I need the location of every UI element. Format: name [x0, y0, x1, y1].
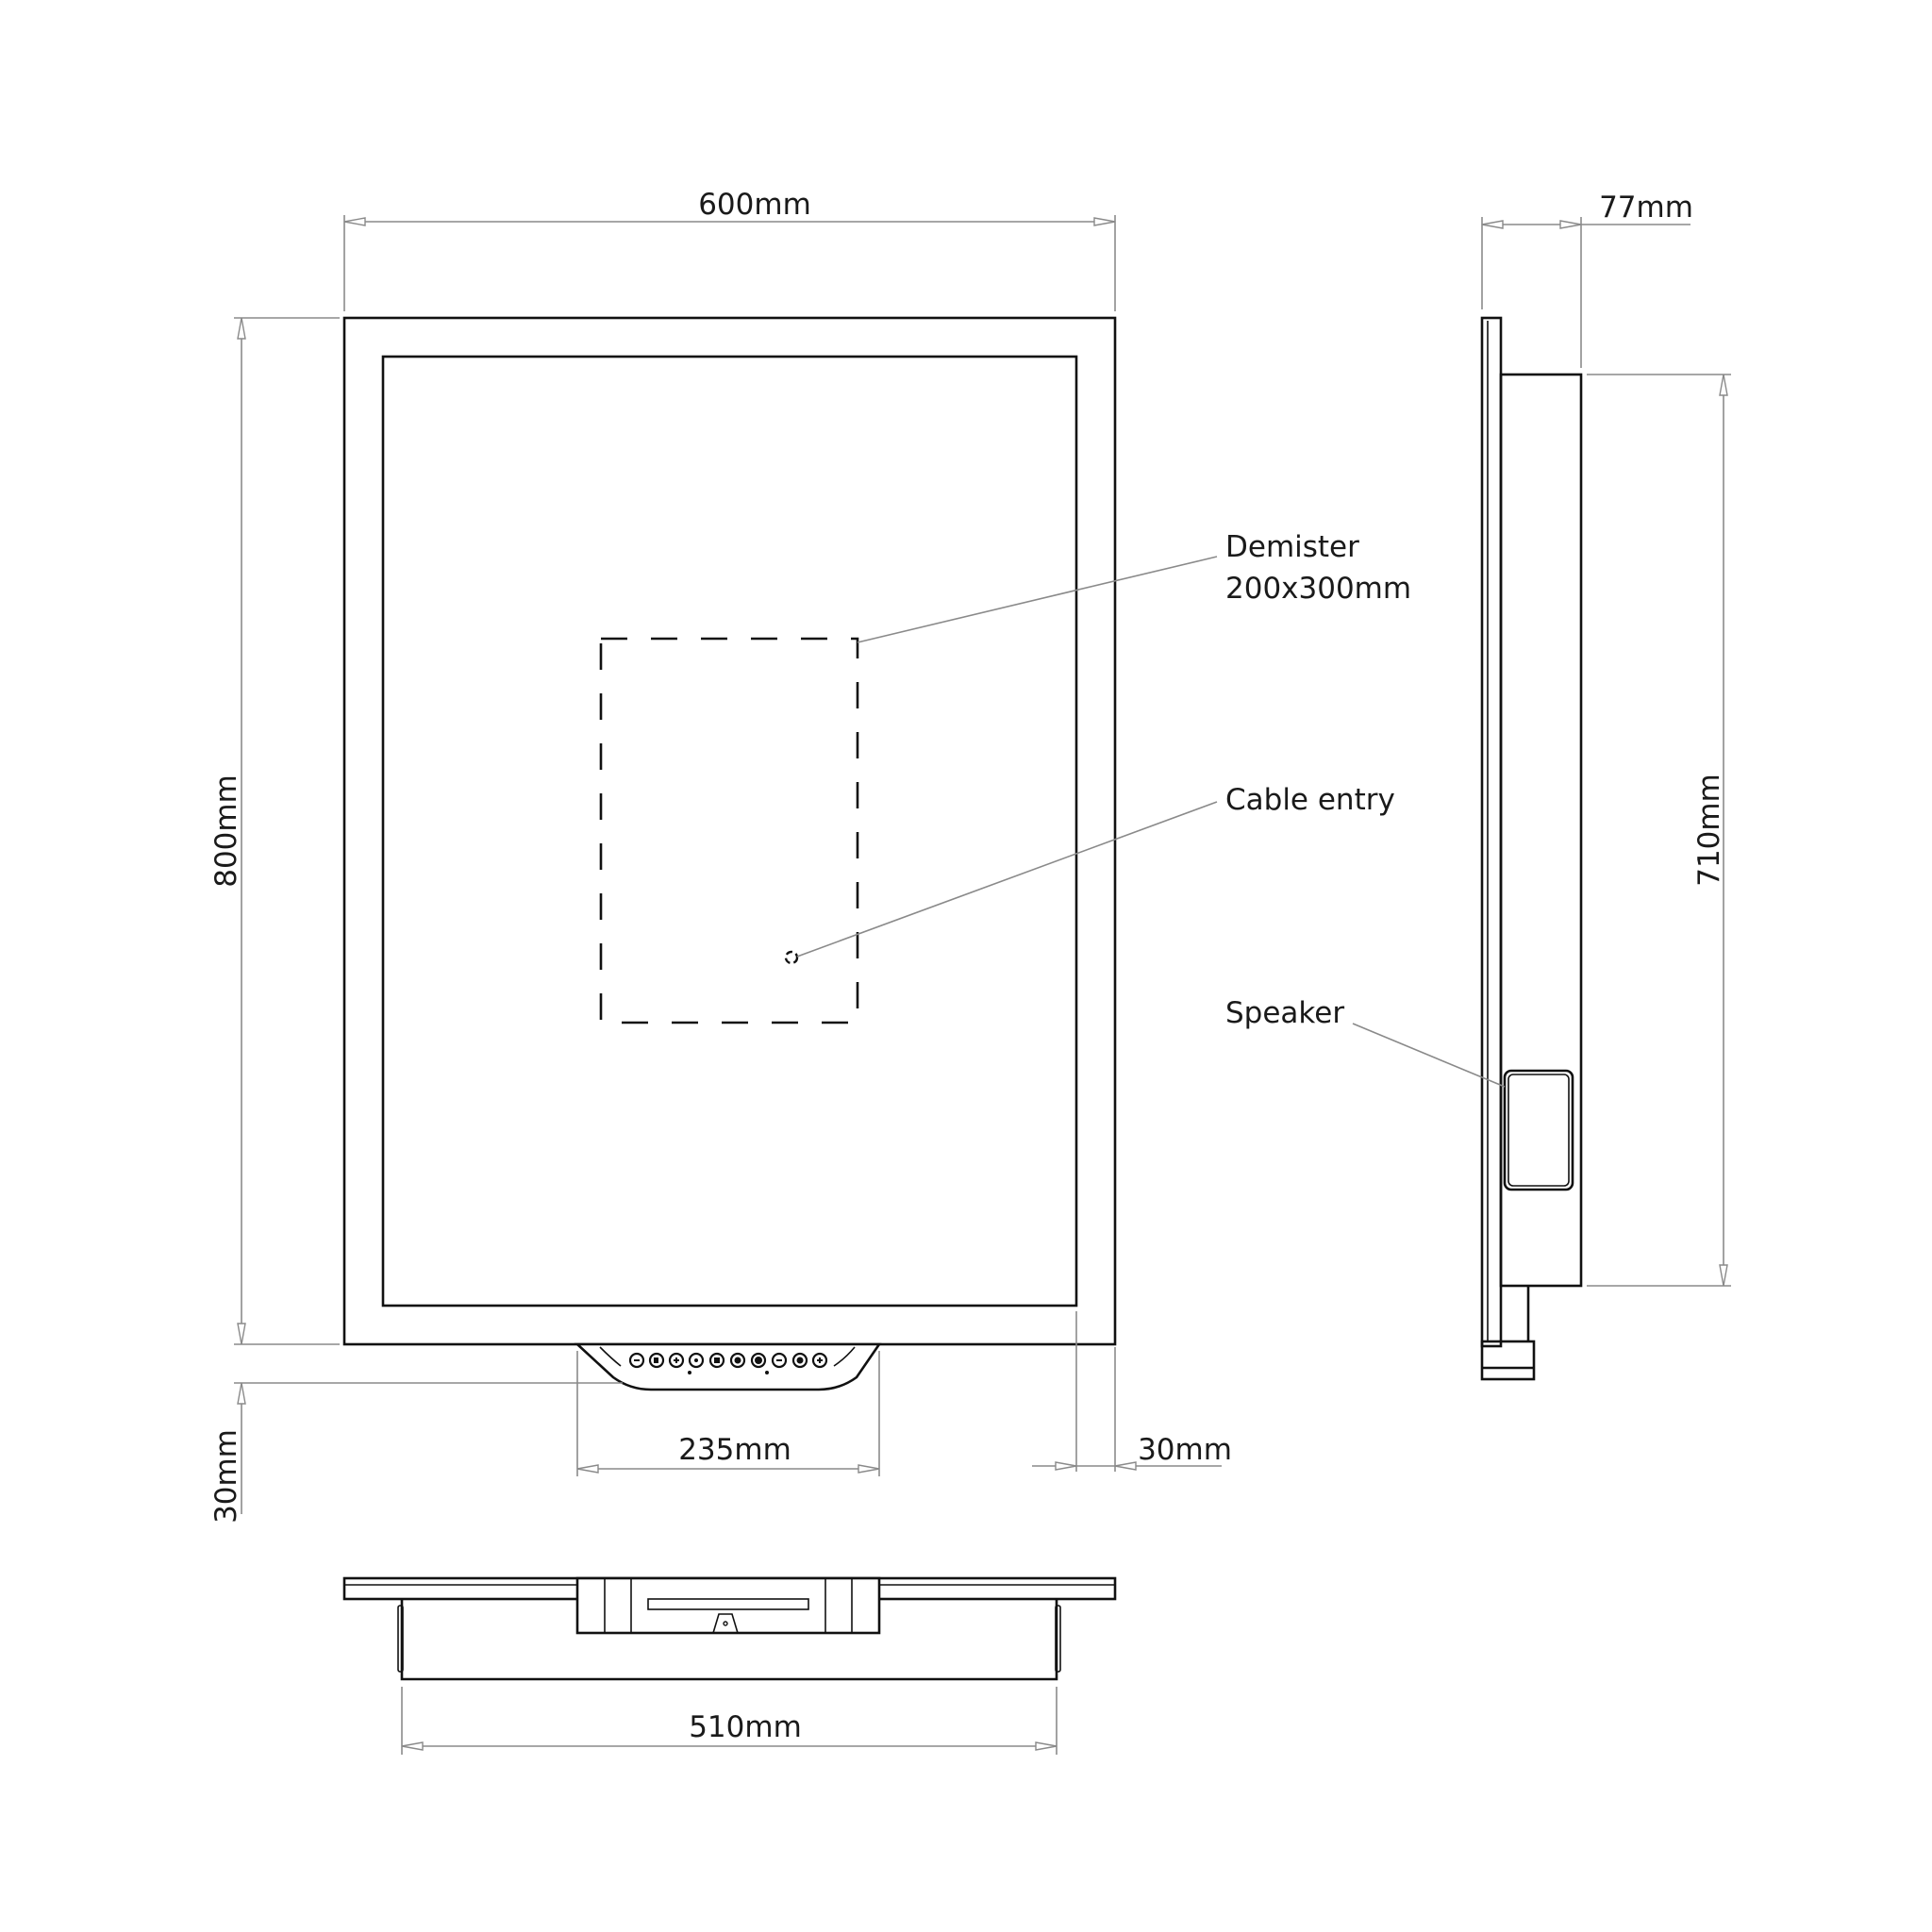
cable-entry-icon [784, 950, 799, 965]
indicator-dot [688, 1371, 691, 1374]
callout-speaker: Speaker [1225, 996, 1344, 1030]
speaker-box [1503, 1069, 1574, 1191]
front-view [234, 215, 1222, 1514]
dim-panel-width-label: 235mm [678, 1433, 791, 1467]
dim-rear-box-label: 510mm [689, 1710, 802, 1744]
top-view [342, 1576, 1117, 1755]
control-buttons [628, 1352, 828, 1374]
side-view [1480, 217, 1731, 1381]
dim-width-label: 600mm [698, 188, 811, 222]
demister-leader [857, 556, 1218, 643]
dim-side-inset-label: 30mm [1138, 1433, 1232, 1467]
demister-area [599, 637, 859, 1024]
mirror-inner-glass [381, 355, 1078, 1307]
speaker-leader [1352, 1023, 1506, 1088]
cable-entry-leader [796, 801, 1218, 958]
dim-cabinet-height-label: 710mm [1692, 774, 1726, 887]
callout-demister-size: 200x300mm [1225, 572, 1411, 606]
dim-panel-depth-label: 30mm [209, 1429, 243, 1524]
dim-height-label: 800mm [209, 774, 243, 888]
dim-depth-label: 77mm [1599, 191, 1693, 225]
callout-cable-entry: Cable entry [1225, 783, 1395, 817]
control-panel [574, 1342, 882, 1391]
mirror-outer-frame [342, 316, 1117, 1346]
callout-demister-title: Demister [1225, 530, 1359, 564]
indicator-dot [765, 1371, 769, 1374]
